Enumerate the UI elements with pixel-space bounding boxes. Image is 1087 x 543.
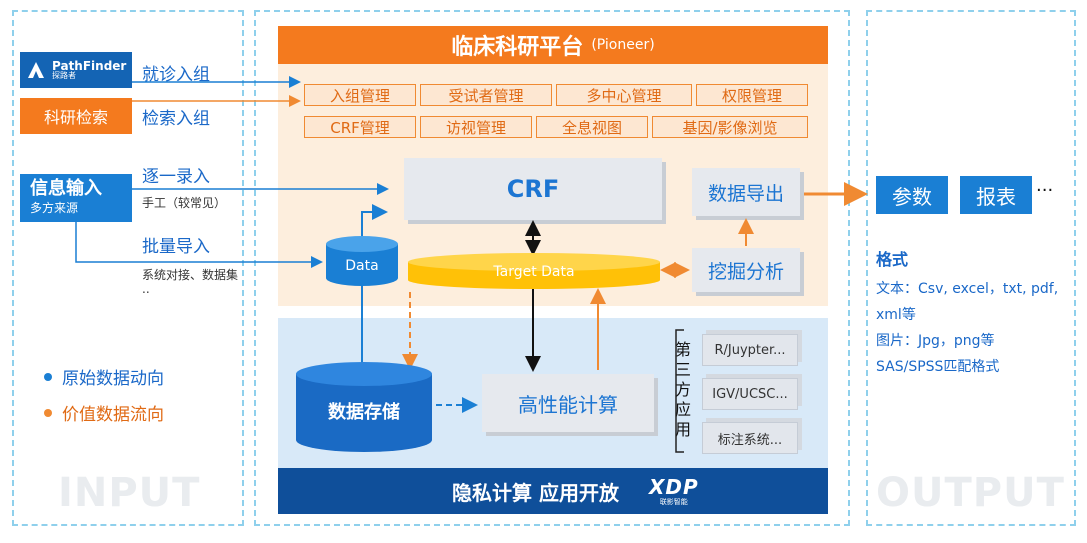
storage-cylinder-label: 数据存储 — [328, 402, 400, 423]
xdp-logo: XDP 联影智能 — [649, 477, 699, 506]
xdp-logo-text: XDP — [648, 474, 699, 499]
legend-value-label: 价值数据流向 — [62, 405, 164, 425]
pathfinder-logo-text: PathFinder — [52, 58, 127, 73]
input-ghost-label: INPUT — [58, 470, 201, 516]
search-source[interactable]: 科研检索 — [20, 98, 132, 134]
output-params[interactable]: 参数 — [876, 176, 948, 214]
pathfinder-logo-sub: 探路者 — [52, 71, 76, 81]
module-subject[interactable]: 受试者管理 — [420, 84, 552, 106]
tool-igv-ucsc[interactable]: IGV/UCSC... — [702, 378, 798, 410]
pathfinder-icon — [26, 60, 46, 80]
tool-r-jupyter[interactable]: R/Juypter... — [702, 334, 798, 366]
module-multicenter[interactable]: 多中心管理 — [556, 84, 692, 106]
batch-flow-note-more: .. — [142, 282, 150, 296]
info-input-title: 信息输入 — [30, 178, 102, 199]
batch-flow-note: 系统对接、数据集 — [142, 268, 239, 282]
module-holographic[interactable]: 全息视图 — [536, 116, 648, 138]
format-line-text: 文本：Csv, excel，txt, pdf, — [876, 281, 1059, 297]
crf-box[interactable]: CRF — [404, 158, 662, 220]
third-party-label: 第三方应用 — [673, 340, 693, 440]
platform-panel — [254, 10, 850, 526]
format-line-image: 图片：Jpg，png等 — [876, 333, 995, 349]
third-party-text: 第三方应用 — [674, 340, 691, 439]
pathfinder-logo[interactable]: PathFinder 探路者 — [20, 52, 132, 88]
search-flow-label: 检索入组 — [142, 109, 210, 129]
module-crf[interactable]: CRF管理 — [304, 116, 416, 138]
tool-annotation[interactable]: 标注系统... — [702, 422, 798, 454]
hpc-box[interactable]: 高性能计算 — [482, 374, 654, 432]
pathfinder-flow-label: 就诊入组 — [142, 65, 210, 85]
module-permission[interactable]: 权限管理 — [696, 84, 808, 106]
target-data-label: Target Data — [493, 264, 575, 280]
format-line-xml: xml等 — [876, 307, 916, 323]
format-line-sas: SAS/SPSS匹配格式 — [876, 359, 1000, 375]
output-more: ··· — [1036, 180, 1054, 201]
privacy-computing-text: 隐私计算 应用开放 — [452, 480, 619, 505]
platform-subtitle: (Pioneer) — [591, 37, 655, 53]
legend-value-dot — [44, 409, 52, 417]
manual-flow-note: 手工（较常见） — [142, 196, 227, 210]
platform-title: 临床科研平台 — [451, 35, 584, 60]
data-cylinder-label: Data — [345, 258, 379, 274]
info-input-source[interactable]: 信息输入 多方来源 — [20, 174, 132, 222]
data-export-box[interactable]: 数据导出 — [692, 168, 800, 216]
xdp-logo-sub: 联影智能 — [659, 497, 688, 506]
batch-flow-label: 批量导入 — [142, 237, 210, 257]
platform-title-bar: 临床科研平台 (Pioneer) — [278, 26, 828, 64]
info-input-sub: 多方来源 — [30, 201, 79, 215]
legend-raw-label: 原始数据动向 — [62, 369, 164, 389]
format-title: 格式 — [876, 250, 909, 269]
module-visit[interactable]: 访视管理 — [420, 116, 532, 138]
legend-raw-dot — [44, 373, 52, 381]
output-ghost-label: OUTPUT — [876, 470, 1065, 516]
output-report[interactable]: 报表 — [960, 176, 1032, 214]
module-enrollment[interactable]: 入组管理 — [304, 84, 416, 106]
module-gene-image[interactable]: 基因/影像浏览 — [652, 116, 808, 138]
mining-analysis-box[interactable]: 挖掘分析 — [692, 248, 800, 292]
privacy-computing-bar: 隐私计算 应用开放 XDP 联影智能 — [278, 468, 828, 514]
manual-flow-label: 逐一录入 — [142, 167, 210, 187]
output-panel — [866, 10, 1076, 526]
input-panel — [12, 10, 244, 526]
